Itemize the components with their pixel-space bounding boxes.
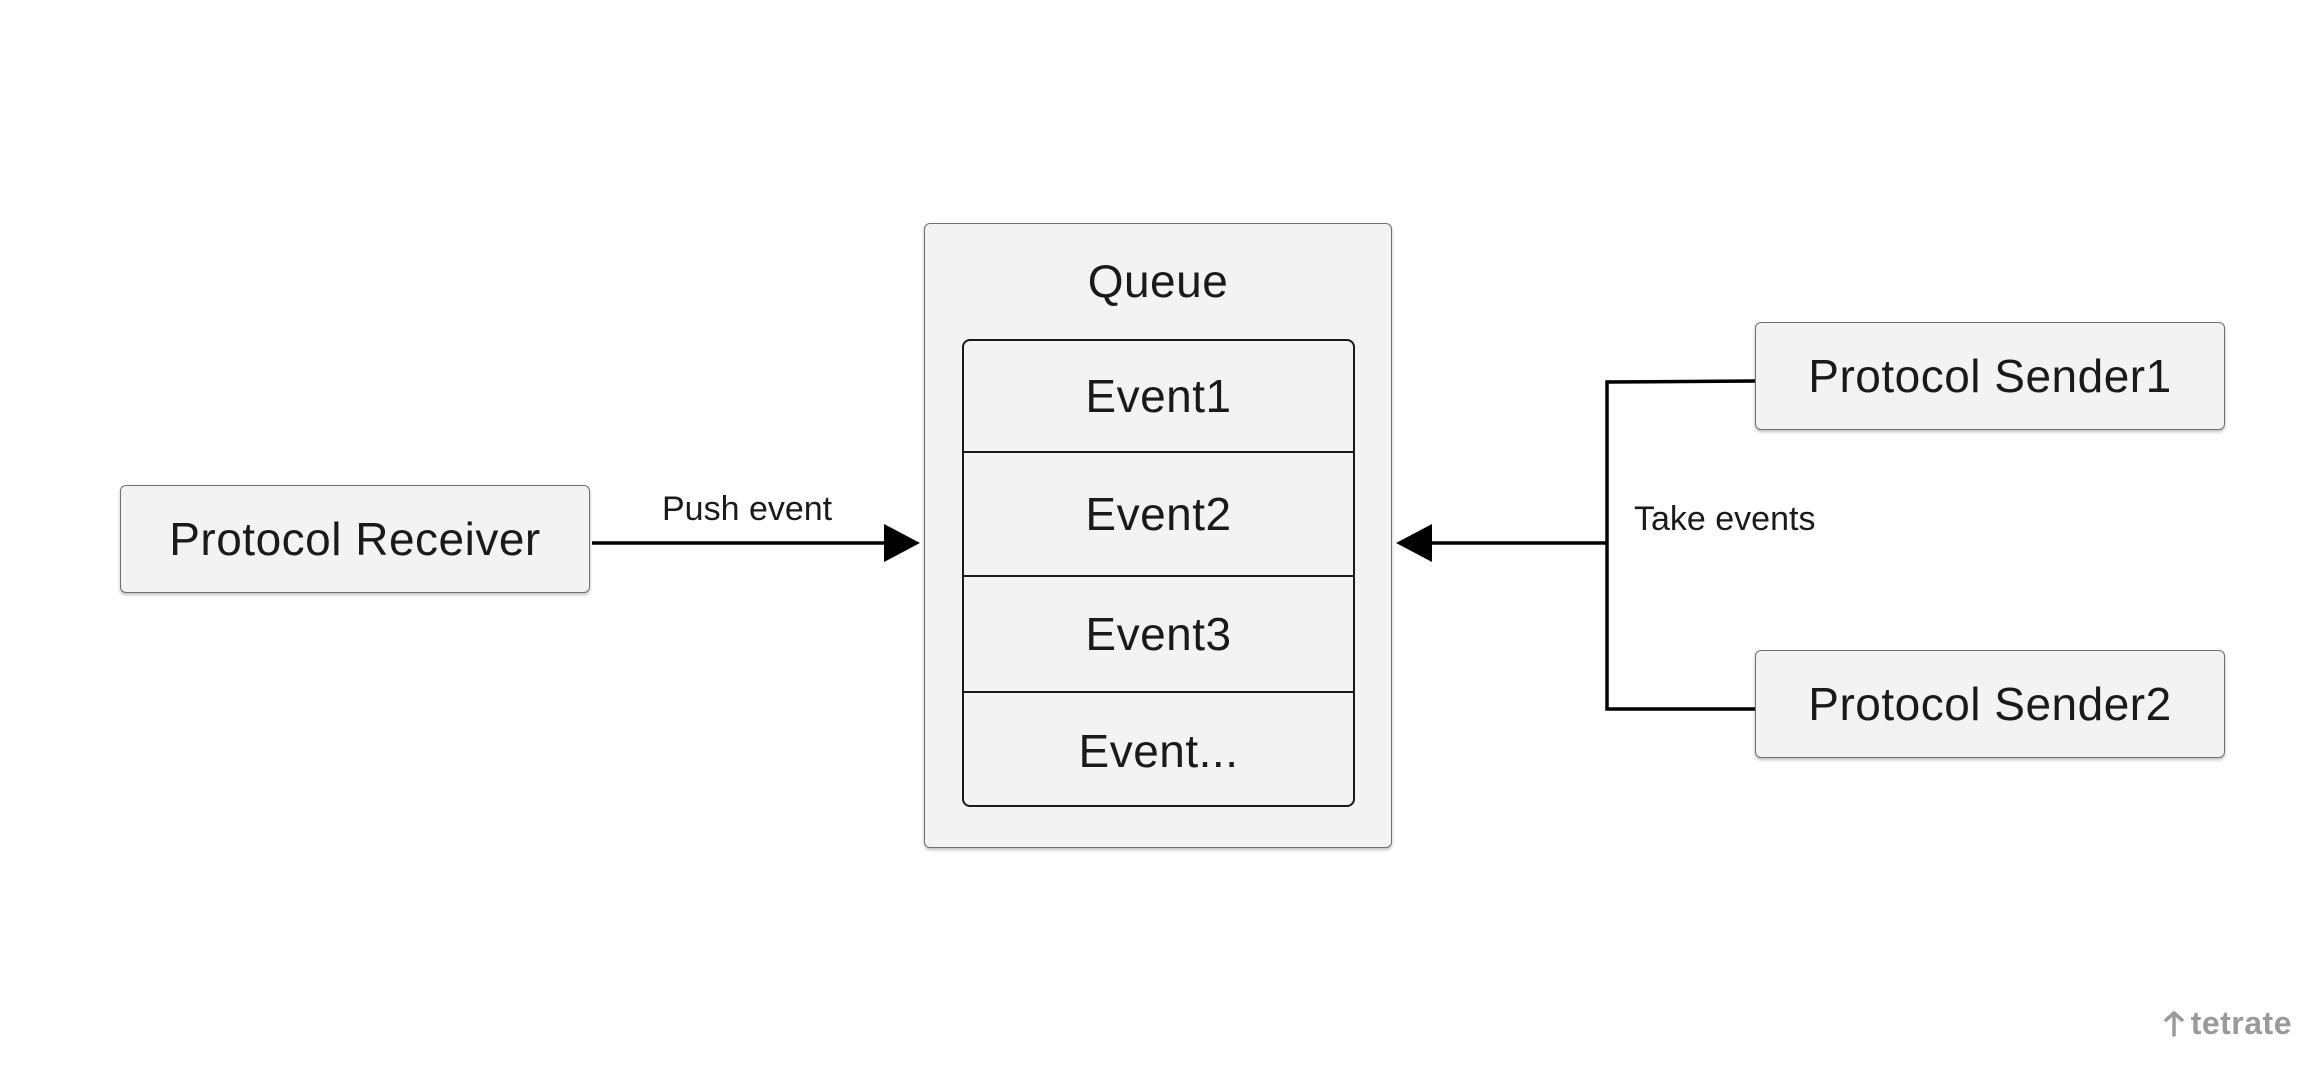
event-list: Event1 Event2 Event3 Event...: [962, 339, 1355, 807]
take-events-label: Take events: [1634, 500, 1816, 538]
take-edge-sender2-line: [1605, 543, 1755, 711]
take-edge-sender1-line: [1605, 379, 1756, 543]
event-label: Event2: [1085, 488, 1232, 540]
event-label: Event1: [1085, 370, 1232, 422]
protocol-sender2-node: Protocol Sender2: [1755, 650, 2225, 758]
protocol-sender1-node: Protocol Sender1: [1755, 322, 2225, 430]
protocol-sender1-label: Protocol Sender1: [1808, 350, 2172, 402]
event-row: Event1: [964, 341, 1353, 451]
event-label: Event3: [1085, 608, 1232, 660]
protocol-receiver-label: Protocol Receiver: [169, 513, 541, 565]
tetrate-logo-text: tetrate: [2190, 1005, 2292, 1041]
queue-node: Queue Event1 Event2 Event3 Event...: [924, 223, 1392, 848]
push-event-label: Push event: [662, 490, 833, 528]
event-row: Event2: [964, 451, 1353, 575]
event-row: Event3: [964, 575, 1353, 691]
push-edge-arrowhead: [884, 524, 920, 562]
protocol-receiver-node: Protocol Receiver: [120, 485, 590, 593]
tetrate-arrow-icon: [2163, 1010, 2184, 1037]
event-label: Event...: [1078, 725, 1239, 777]
tetrate-logo: tetrate: [2163, 1005, 2292, 1042]
protocol-sender2-label: Protocol Sender2: [1808, 678, 2172, 730]
queue-title: Queue: [1087, 255, 1229, 307]
event-row: Event...: [964, 691, 1353, 805]
take-edge-arrowhead: [1396, 524, 1432, 562]
